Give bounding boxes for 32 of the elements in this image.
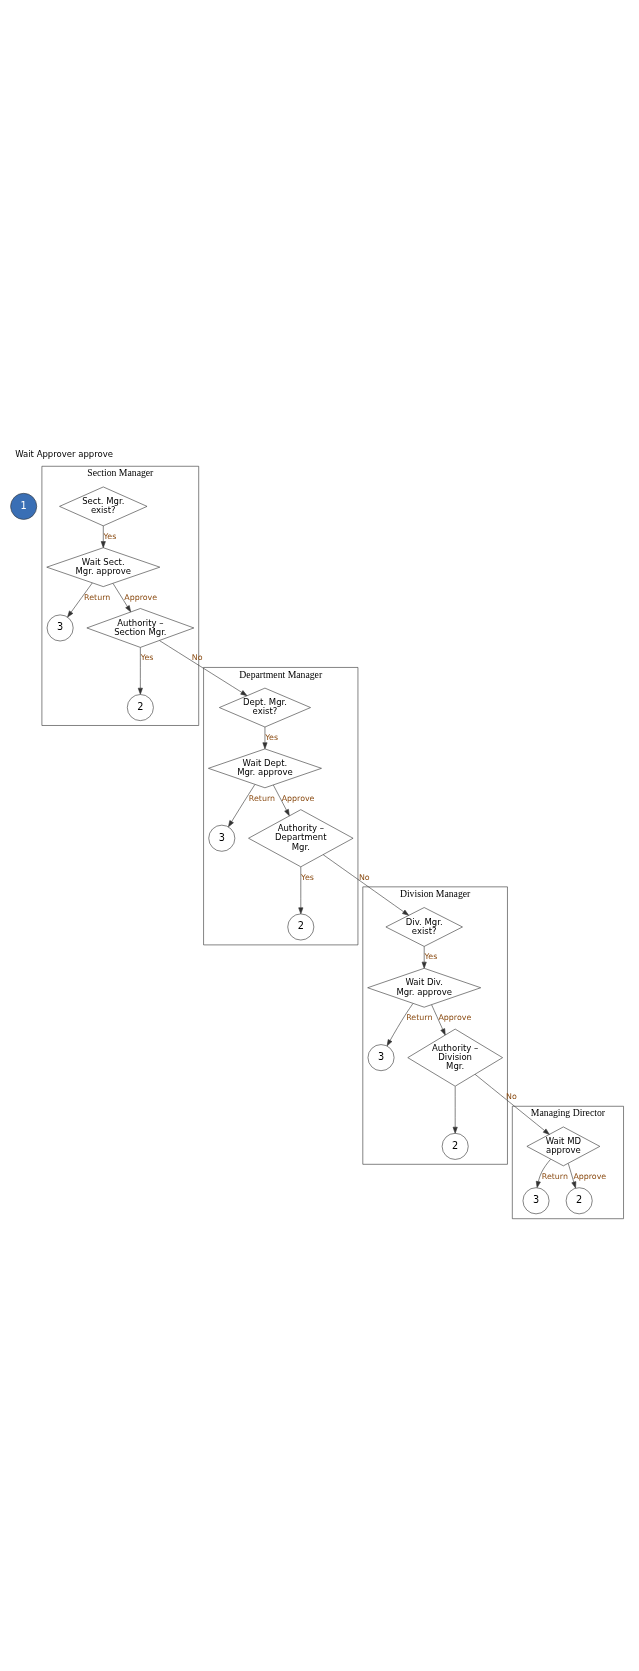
node-circle: 3: [46, 614, 74, 642]
node-circle: 3: [367, 1044, 395, 1071]
node-circle: 2: [441, 1133, 469, 1160]
node-circle: 1: [10, 493, 38, 520]
arrow: [421, 946, 427, 969]
node-circle: 3: [522, 1187, 550, 1215]
arrow: [159, 640, 248, 696]
arrow: [322, 854, 409, 916]
arrow: [228, 784, 256, 828]
arrow: [262, 726, 268, 750]
arrow: [137, 647, 143, 695]
node-diamond: Authority – Section Mgr.: [86, 608, 195, 648]
node-circle: 2: [565, 1187, 593, 1215]
arrow: [100, 525, 106, 548]
arrow: [567, 1163, 577, 1189]
node-diamond: Wait Dept. Mgr. approve: [208, 748, 322, 789]
diagram-title: Wait Approver approve: [15, 448, 113, 459]
arrow: [112, 583, 131, 613]
arrow: [535, 1159, 551, 1188]
node-circle: 2: [287, 913, 315, 941]
node-diamond: Wait Sect. Mgr. approve: [46, 547, 161, 587]
arrow: [298, 866, 304, 915]
node-diamond: Wait Div. Mgr. approve: [367, 968, 481, 1008]
arrow: [273, 784, 290, 816]
arrow: [386, 1003, 414, 1047]
arrow: [67, 582, 93, 618]
node-diamond: Sect. Mgr. exist?: [59, 486, 148, 527]
arrow: [431, 1004, 446, 1036]
arrow: [452, 1086, 458, 1134]
node-circle: 2: [127, 694, 154, 721]
node-circle: 3: [208, 824, 236, 852]
arrow: [474, 1074, 550, 1135]
